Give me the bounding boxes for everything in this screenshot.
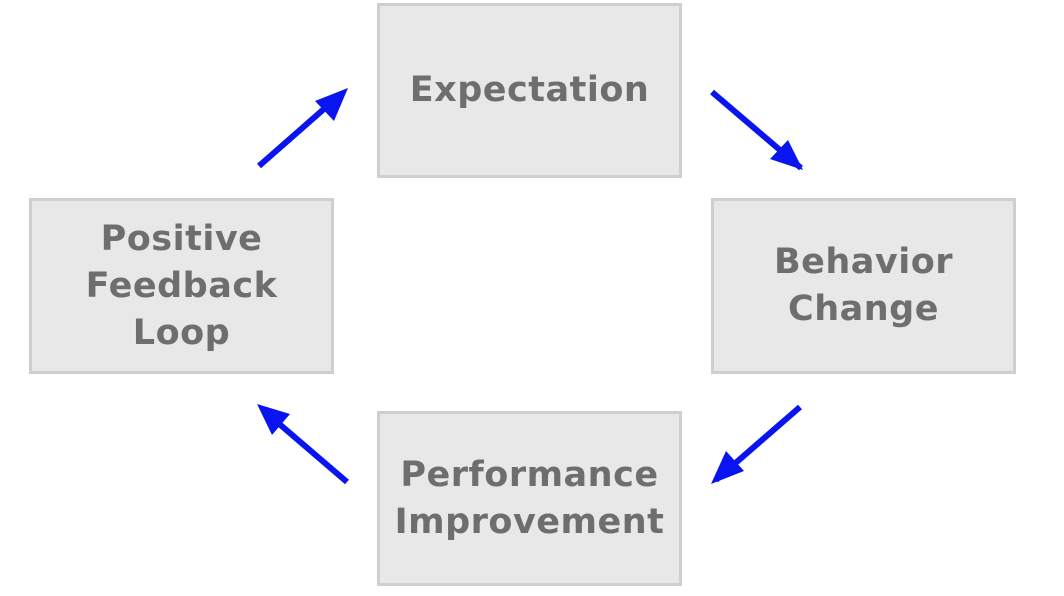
node-positive-feedback-loop-label-line-1: Positive [100,218,263,259]
arrow-expectation-to-behavior-change [710,89,803,171]
arrow-performance-improvement-to-feedback-loop [261,407,349,485]
arrowhead-feedback-loop-to-expectation [315,88,348,121]
node-behavior-change: Behavior Change [711,198,1016,374]
arrowhead-performance-improvement-to-feedback-loop [257,404,290,435]
node-positive-feedback-loop-label-line-2: Feedback [85,265,278,306]
node-expectation-label: Expectation [409,70,650,110]
arrow-feedback-loop-to-expectation [257,91,343,169]
node-expectation: Expectation [377,3,682,178]
arrowhead-behavior-change-to-performance-improvement [711,451,744,484]
node-behavior-change-label-line-2: Change [788,289,939,329]
arrow-behavior-change-to-performance-improvement [714,404,802,483]
node-positive-feedback-loop-label-line-3: Loop [132,312,231,353]
node-positive-feedback-loop: Positive Feedback Loop [29,198,334,374]
node-performance-improvement-label-line-2: Improvement [394,501,665,542]
node-performance-improvement-label-line-1: Performance [400,454,659,495]
arrowhead-expectation-to-behavior-change [770,140,803,170]
node-behavior-change-label-line-1: Behavior [773,242,954,282]
node-performance-improvement: Performance Improvement [377,411,682,586]
